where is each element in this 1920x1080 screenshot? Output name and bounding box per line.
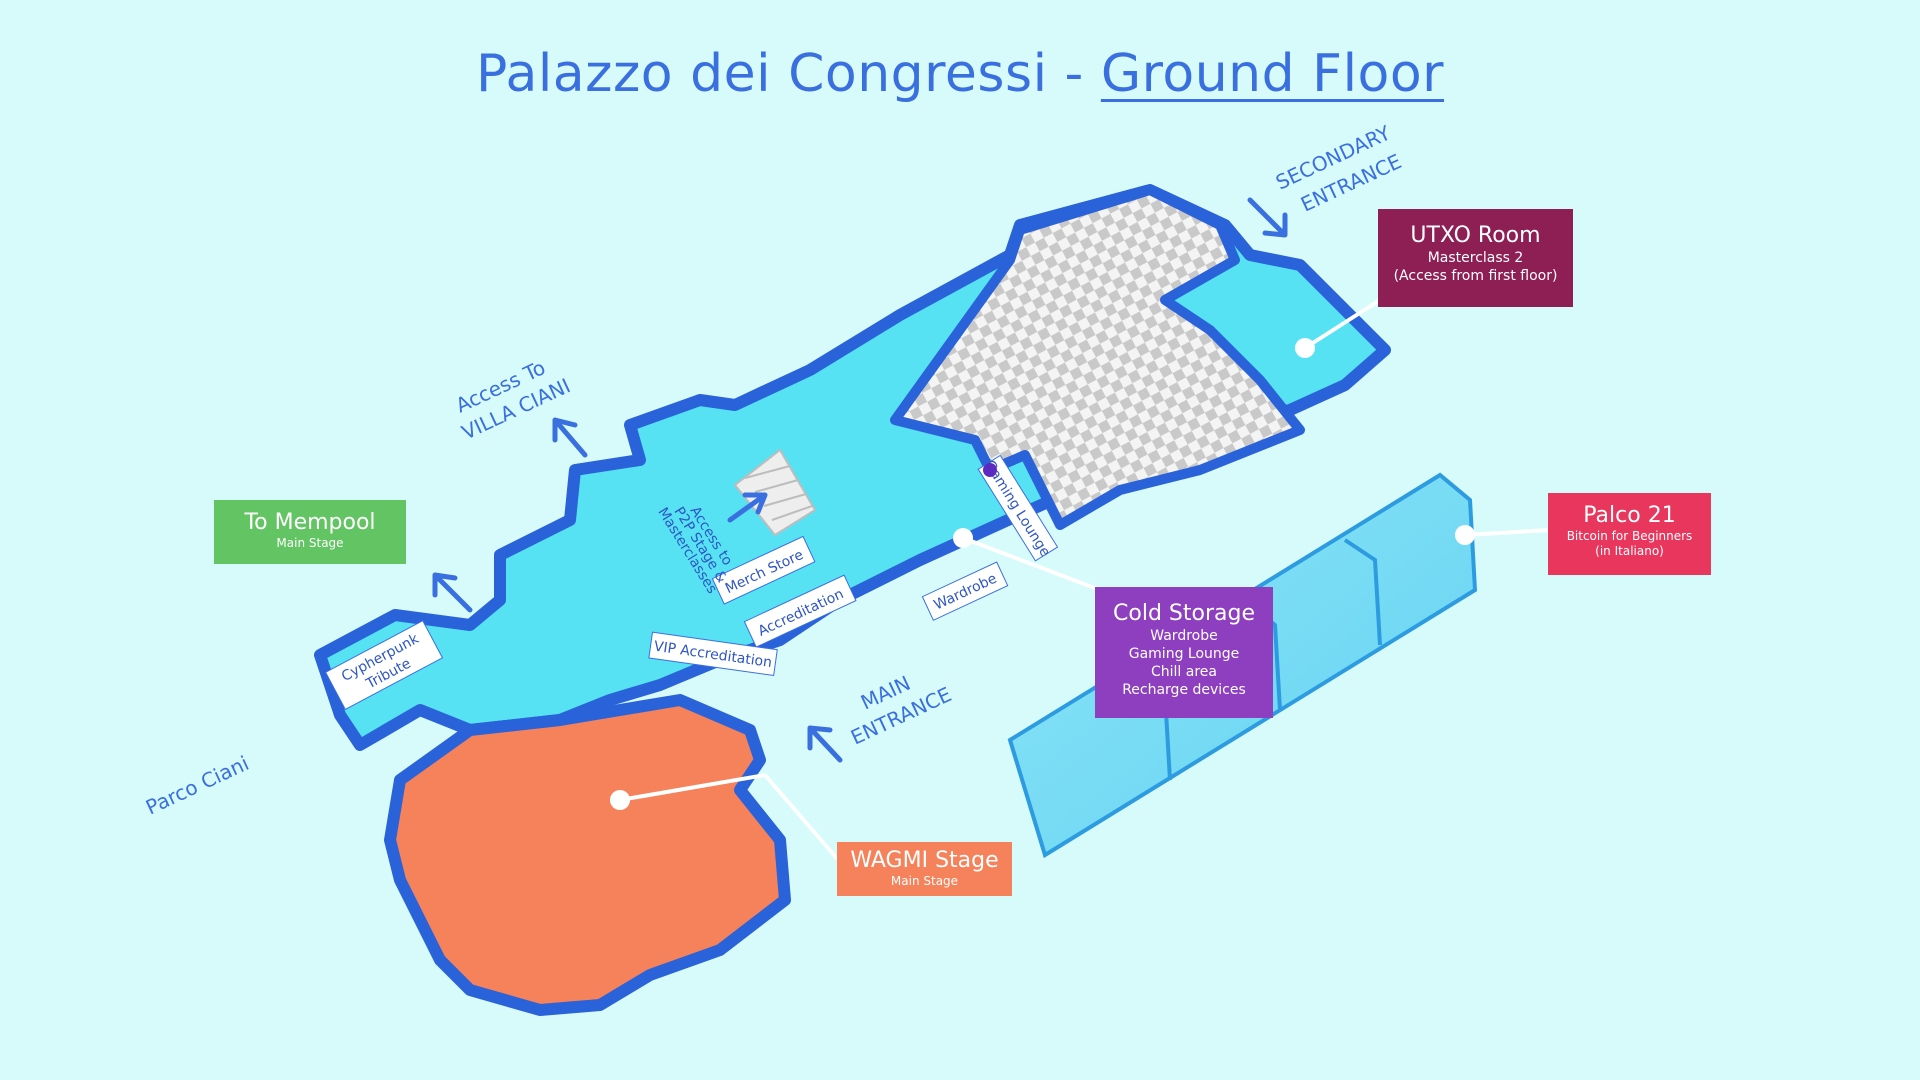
- mempool-callout-title: To Mempool: [244, 510, 376, 535]
- cold-storage-line3: Chill area: [1151, 664, 1217, 680]
- wagmi-callout-title: WAGMI Stage: [850, 848, 999, 873]
- stairs-icon: [733, 448, 817, 537]
- cold-storage-line1: Wardrobe: [1150, 628, 1218, 644]
- cold-storage-line4: Recharge devices: [1122, 682, 1246, 698]
- arrow-villa-ciani-icon: [552, 417, 588, 458]
- parco-ciani-label: Parco Ciani: [142, 751, 253, 820]
- cold-storage-line2: Gaming Lounge: [1128, 646, 1240, 662]
- mempool-callout[interactable]: To Mempool Main Stage: [214, 500, 406, 564]
- palco21-callout-title: Palco 21: [1583, 503, 1676, 528]
- title-building: Palazzo dei Congressi -: [475, 44, 1101, 104]
- wardrobe-tag: Wardrobe: [921, 561, 1009, 621]
- utxo-callout-title: UTXO Room: [1410, 223, 1541, 248]
- arrow-main-icon: [807, 725, 843, 763]
- wagmi-stage-callout[interactable]: WAGMI Stage Main Stage: [837, 842, 1012, 896]
- vip-accreditation-tag: VIP Accreditation: [648, 631, 778, 677]
- arrow-mempool-icon: [432, 572, 473, 613]
- title-floor: Ground Floor: [1100, 44, 1445, 104]
- utxo-room-callout[interactable]: UTXO Room Masterclass 2 (Access from fir…: [1378, 209, 1573, 307]
- map-title: Palazzo dei Congressi - Ground Floor: [0, 44, 1920, 104]
- mempool-callout-sub: Main Stage: [276, 536, 344, 550]
- palco21-callout[interactable]: Palco 21 Bitcoin for Beginners (in Itali…: [1548, 493, 1711, 575]
- utxo-callout-line2: (Access from first floor): [1393, 268, 1558, 284]
- gaming-controller-icon: [983, 463, 997, 477]
- arrow-p2p-icon: [727, 492, 768, 523]
- utxo-callout-line1: Masterclass 2: [1427, 250, 1524, 266]
- palco21-callout-line2: (in Italiano): [1595, 544, 1664, 558]
- cold-storage-callout[interactable]: Cold Storage Wardrobe Gaming Lounge Chil…: [1095, 587, 1273, 718]
- arrow-secondary-icon: [1247, 197, 1288, 238]
- wagmi-callout-sub: Main Stage: [890, 874, 959, 888]
- wagmi-stage-floor: [384, 694, 791, 1016]
- checkered-zone: [890, 185, 1305, 530]
- cold-storage-callout-title: Cold Storage: [1113, 601, 1255, 626]
- palco21-callout-line1: Bitcoin for Beginners: [1566, 529, 1693, 543]
